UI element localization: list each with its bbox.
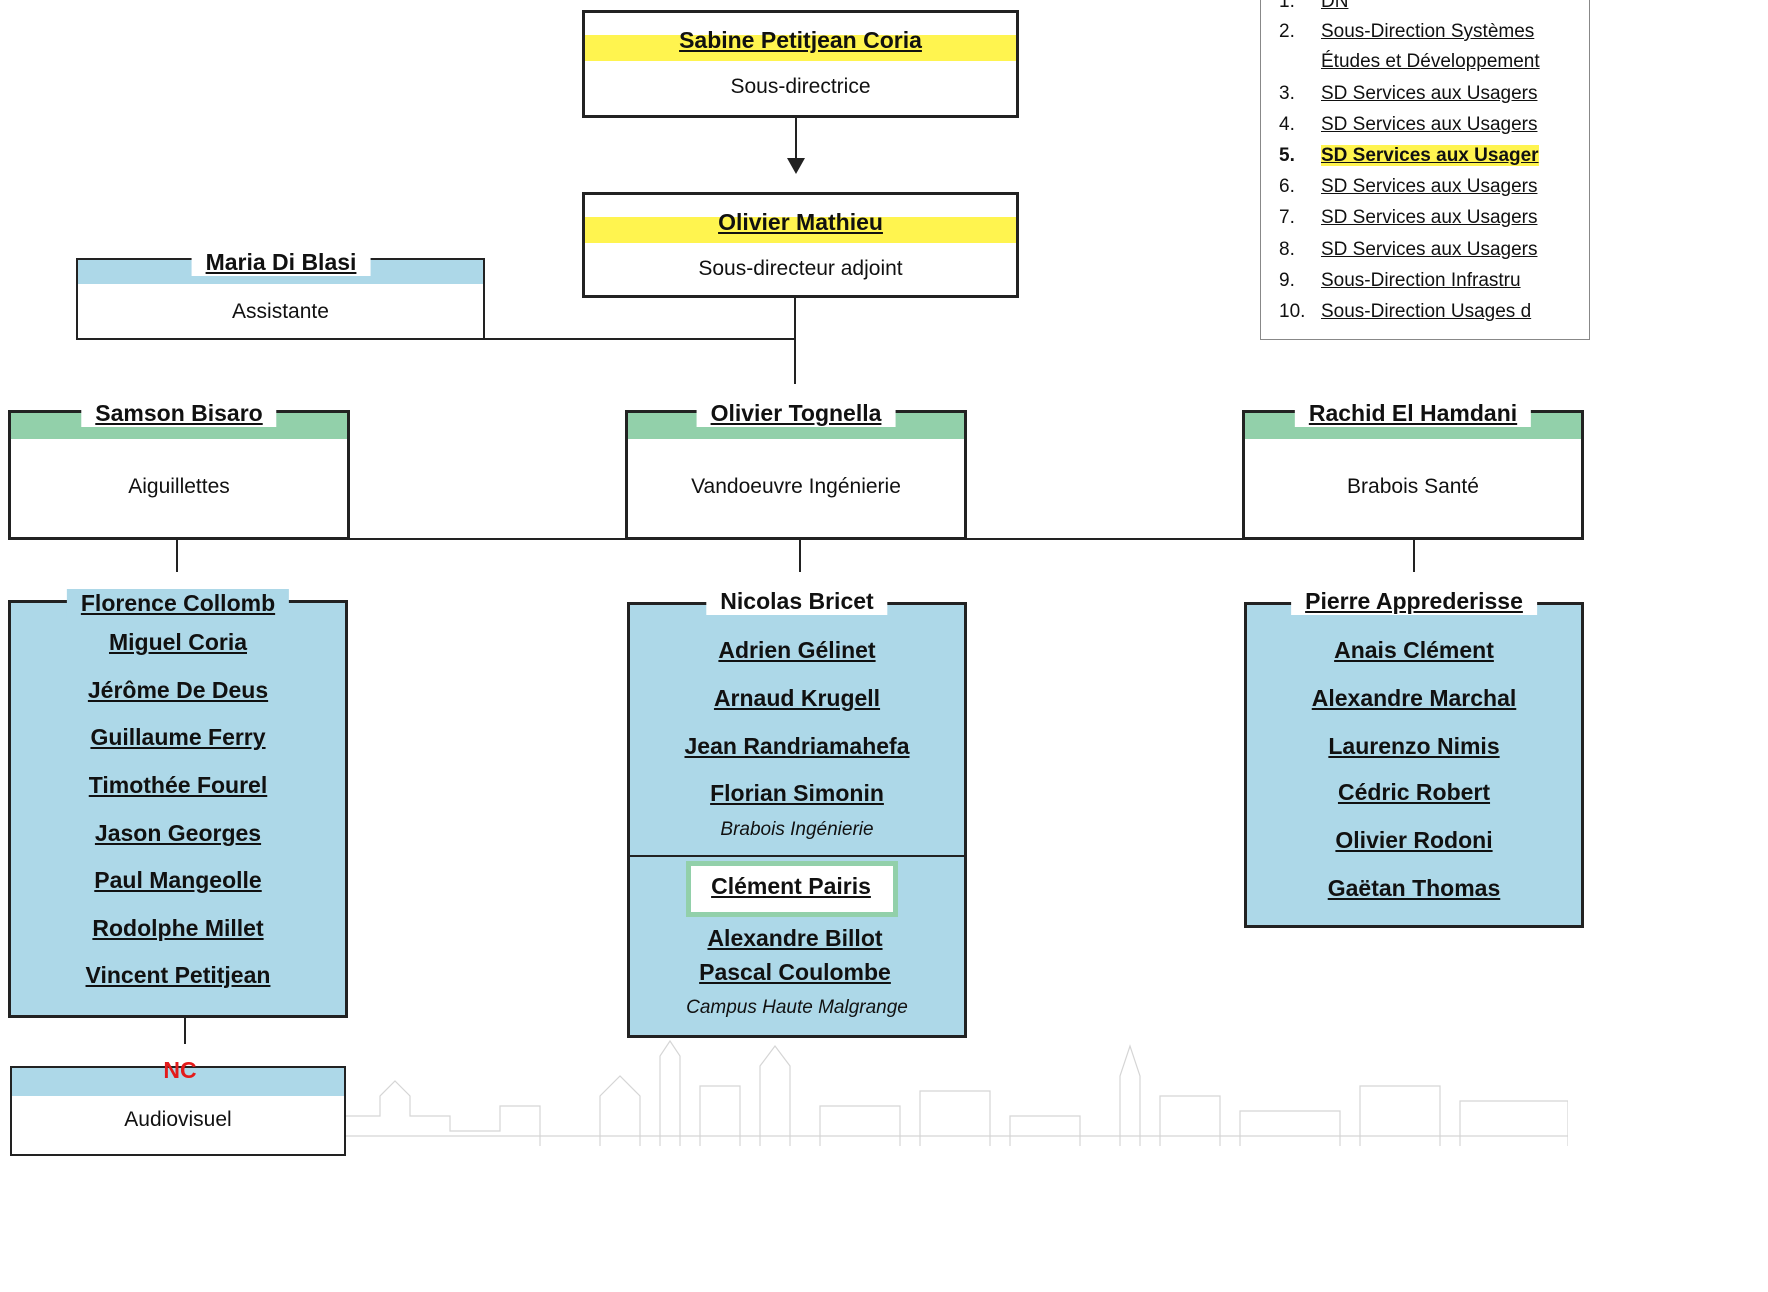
assistant-role: Assistante xyxy=(232,300,329,323)
team-member[interactable]: Cédric Robert xyxy=(1337,779,1491,805)
site-manager-name[interactable]: Olivier Tognella xyxy=(696,399,896,427)
team-member[interactable]: Arnaud Krugell xyxy=(713,685,881,711)
director-card: Sabine Petitjean Coria Sous-directrice xyxy=(582,10,1019,118)
connector-assistant xyxy=(484,338,796,340)
team-member[interactable]: Jean Randriamahefa xyxy=(684,733,910,759)
team-divider xyxy=(630,855,964,857)
subsite-label: Campus Haute Malgrange xyxy=(686,997,908,1018)
assistant-name[interactable]: Maria Di Blasi xyxy=(191,248,371,276)
site-card-aiguillettes: Samson Bisaro Aiguillettes xyxy=(8,399,350,540)
deputy-highlight xyxy=(585,217,1016,243)
city-skyline-background xyxy=(340,1039,1568,1146)
connector-site2-team xyxy=(799,540,801,572)
team-member[interactable]: Gaëtan Thomas xyxy=(1327,875,1501,901)
team-lead-name[interactable]: Florence Collomb xyxy=(66,589,290,617)
team-member[interactable]: Miguel Coria xyxy=(108,629,247,655)
team-member[interactable]: Vincent Petitjean xyxy=(85,962,271,988)
connector-deputy-down xyxy=(794,298,796,384)
legend-item[interactable]: 4.SD Services aux Usagers xyxy=(1279,114,1538,135)
team-member[interactable]: Rodolphe Millet xyxy=(92,915,264,941)
site-card-brabois: Rachid El Hamdani Brabois Santé xyxy=(1242,399,1584,540)
site-manager-name[interactable]: Samson Bisaro xyxy=(81,399,277,427)
legend-item[interactable]: 10.Sous-Direction Usages d xyxy=(1279,301,1532,322)
deputy-card: Olivier Mathieu Sous-directeur adjoint xyxy=(582,192,1019,298)
audiovisual-role: Audiovisuel xyxy=(124,1108,232,1131)
team-card-vandoeuvre: Nicolas Bricet Adrien Gélinet Arnaud Kru… xyxy=(627,587,967,1038)
team-card-aiguillettes: Florence Collomb Miguel Coria Jérôme De … xyxy=(8,589,348,1018)
team-lead-name[interactable]: Pierre Apprederisse xyxy=(1291,587,1537,615)
team-member[interactable]: Timothée Fourel xyxy=(88,772,268,798)
audiovisual-band xyxy=(12,1068,344,1096)
team-member[interactable]: Guillaume Ferry xyxy=(90,724,266,750)
team-member[interactable]: Jérôme De Deus xyxy=(87,677,269,703)
connector-site3-team xyxy=(1413,540,1415,572)
site-name: Aiguillettes xyxy=(128,475,230,498)
site-card-vandoeuvre: Olivier Tognella Vandoeuvre Ingénierie xyxy=(625,399,967,540)
legend-item[interactable]: 8.SD Services aux Usagers xyxy=(1279,239,1538,260)
connector-team1-audiovisual xyxy=(184,1016,186,1044)
team-member[interactable]: Adrien Gélinet xyxy=(718,637,876,663)
team-member[interactable]: Anais Clément xyxy=(1334,637,1494,663)
legend-item[interactable]: 3.SD Services aux Usagers xyxy=(1279,83,1538,104)
team-member[interactable]: Florian Simonin xyxy=(710,780,884,806)
team-card-brabois: Pierre Apprederisse Anais Clément Alexan… xyxy=(1244,587,1584,928)
legend-item[interactable]: 1.DN xyxy=(1279,0,1349,12)
legend-item[interactable]: 2.Sous-Direction Systèmes xyxy=(1279,21,1535,42)
site-name: Vandoeuvre Ingénierie xyxy=(691,475,901,498)
legend-item[interactable]: 9.Sous-Direction Infrastru xyxy=(1279,270,1521,291)
team-member[interactable]: Paul Mangeolle xyxy=(94,867,262,893)
director-name[interactable]: Sabine Petitjean Coria xyxy=(679,27,922,53)
team-member[interactable]: Jason Georges xyxy=(94,820,262,846)
team-member[interactable]: Laurenzo Nimis xyxy=(1328,733,1500,759)
legend-item-current[interactable]: 5.SD Services aux Usager xyxy=(1279,145,1539,166)
legend-item[interactable]: 6.SD Services aux Usagers xyxy=(1279,176,1538,197)
director-highlight xyxy=(585,35,1016,61)
director-role: Sous-directrice xyxy=(730,75,871,98)
team-lead-name[interactable]: Nicolas Bricet xyxy=(706,587,888,615)
connector-director-deputy xyxy=(795,118,797,162)
subsite-label: Brabois Ingénierie xyxy=(720,819,874,840)
team-member[interactable]: Olivier Rodoni xyxy=(1335,827,1493,853)
legend-item[interactable]: 7.SD Services aux Usagers xyxy=(1279,207,1538,228)
site-name: Brabois Santé xyxy=(1347,475,1479,498)
legend-item[interactable]: Études et Développement xyxy=(1321,51,1540,72)
audiovisual-card: NC Audiovisuel xyxy=(10,1057,346,1156)
legend-panel: 1.DN 2.Sous-Direction Systèmes Études et… xyxy=(1260,0,1590,340)
highlighted-member-name[interactable]: Clément Pairis xyxy=(711,873,871,899)
team-member[interactable]: Pascal Coulombe xyxy=(699,959,891,985)
deputy-name[interactable]: Olivier Mathieu xyxy=(718,209,883,235)
assistant-card: Maria Di Blasi Assistante xyxy=(76,248,485,340)
connector-site1-team xyxy=(176,540,178,572)
arrow-down-icon xyxy=(787,158,805,174)
audiovisual-name[interactable]: NC xyxy=(163,1057,197,1083)
team-member[interactable]: Alexandre Billot xyxy=(707,925,883,951)
deputy-role: Sous-directeur adjoint xyxy=(698,257,903,280)
team-member[interactable]: Alexandre Marchal xyxy=(1311,685,1517,711)
site-manager-name[interactable]: Rachid El Hamdani xyxy=(1294,399,1532,427)
highlighted-member-card[interactable] xyxy=(686,861,898,917)
